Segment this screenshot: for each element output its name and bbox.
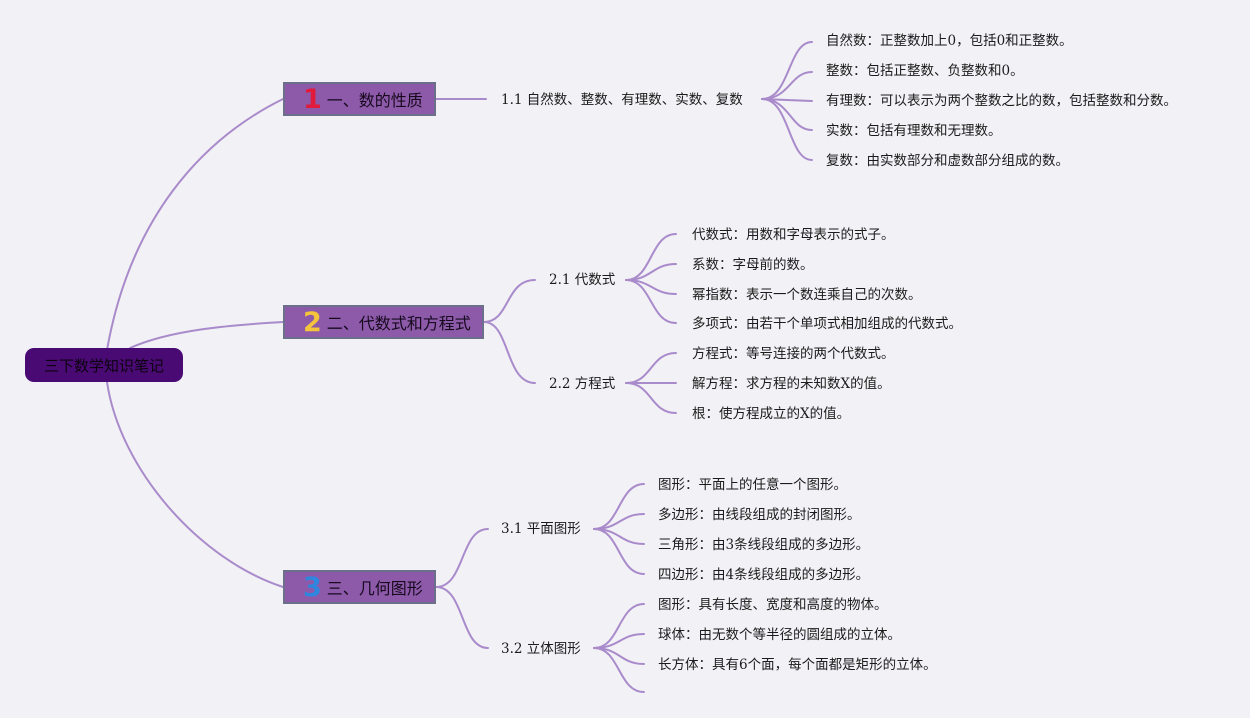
leaf-1-1-2[interactable]: 整数：包括正整数、负整数和0。	[826, 63, 1024, 79]
connector-root-branch-3	[106, 381, 284, 588]
branch-1-label: 一、数的性质	[326, 91, 423, 110]
leaf-3-1-3[interactable]: 三角形：由3条线段组成的多边形。	[658, 537, 870, 553]
subtopic-3-2[interactable]: 3.2 立体图形	[501, 641, 581, 657]
connector-sub-3-1-leaf-4	[593, 528, 645, 575]
connector-sub-1-1-leaf-2	[761, 71, 813, 100]
leaf-3-2-2[interactable]: 球体：由无数个等半径的圆组成的立体。	[658, 627, 901, 643]
subtopic-1-1[interactable]: 1.1 自然数、整数、有理数、实数、复数	[501, 92, 743, 108]
connector-root-branch-1	[106, 98, 284, 351]
leaf-2-2-1[interactable]: 方程式：等号连接的两个代数式。	[692, 346, 895, 362]
connector-branch-2-sub-1	[483, 279, 536, 323]
connector-sub-2-2-leaf-3	[625, 382, 677, 414]
connector-sub-1-1-leaf-5	[761, 98, 813, 161]
branch-1[interactable]: 1 一、数的性质	[283, 82, 436, 116]
connector-sub-3-2-leaf-4	[593, 647, 645, 693]
leaf-3-2-1[interactable]: 图形：具有长度、宽度和高度的物体。	[658, 597, 888, 613]
branch-number-1: 1	[303, 83, 322, 115]
subtopic-2-1[interactable]: 2.1 代数式	[549, 272, 616, 288]
connector-branch-3-sub-1	[435, 528, 489, 588]
connector-sub-2-1-leaf-4	[625, 279, 677, 324]
connector-branch-3-sub-2	[435, 586, 489, 649]
connector-branch-2-sub-2	[483, 321, 536, 384]
branch-3[interactable]: 3 三、几何图形	[283, 570, 436, 604]
leaf-2-2-2[interactable]: 解方程：求方程的未知数X的值。	[692, 376, 891, 392]
leaf-1-1-3[interactable]: 有理数：可以表示为两个整数之比的数，包括整数和分数。	[826, 93, 1177, 109]
branch-2-label: 二、代数式和方程式	[326, 314, 471, 333]
subtopic-3-1[interactable]: 3.1 平面图形	[501, 521, 581, 537]
branch-2[interactable]: 2 二、代数式和方程式	[283, 305, 484, 339]
leaf-3-2-3[interactable]: 长方体：具有6个面，每个面都是矩形的立体。	[658, 657, 937, 673]
connector-sub-1-1-leaf-1	[761, 41, 813, 100]
leaf-2-1-1[interactable]: 代数式：用数和字母表示的式子。	[692, 227, 895, 243]
leaf-1-1-5[interactable]: 复数：由实数部分和虚数部分组成的数。	[826, 153, 1069, 169]
leaf-1-1-1[interactable]: 自然数：正整数加上0，包括0和正整数。	[826, 33, 1073, 49]
connector-sub-2-2-leaf-1	[625, 352, 677, 384]
branch-3-label: 三、几何图形	[326, 579, 423, 598]
leaf-3-1-1[interactable]: 图形：平面上的任意一个图形。	[658, 477, 847, 493]
leaf-3-1-2[interactable]: 多边形：由线段组成的封闭图形。	[658, 507, 861, 523]
leaf-1-1-4[interactable]: 实数：包括有理数和无理数。	[826, 123, 1002, 139]
leaf-2-1-4[interactable]: 多项式：由若干个单项式相加组成的代数式。	[692, 316, 962, 332]
branch-number-3: 3	[303, 571, 322, 603]
leaf-2-2-3[interactable]: 根：使方程成立的X的值。	[692, 406, 851, 422]
leaf-2-1-2[interactable]: 系数：字母前的数。	[692, 257, 814, 273]
leaf-3-1-4[interactable]: 四边形：由4条线段组成的多边形。	[658, 567, 870, 583]
branch-number-2: 2	[303, 306, 322, 338]
leaf-2-1-3[interactable]: 幂指数：表示一个数连乘自己的次数。	[692, 287, 922, 303]
connector-root-branch-2	[129, 321, 284, 349]
subtopic-2-2[interactable]: 2.2 方程式	[549, 376, 616, 392]
root-topic-label: 三下数学知识笔记	[43, 356, 164, 375]
root-topic[interactable]: 三下数学知识笔记	[25, 348, 183, 382]
